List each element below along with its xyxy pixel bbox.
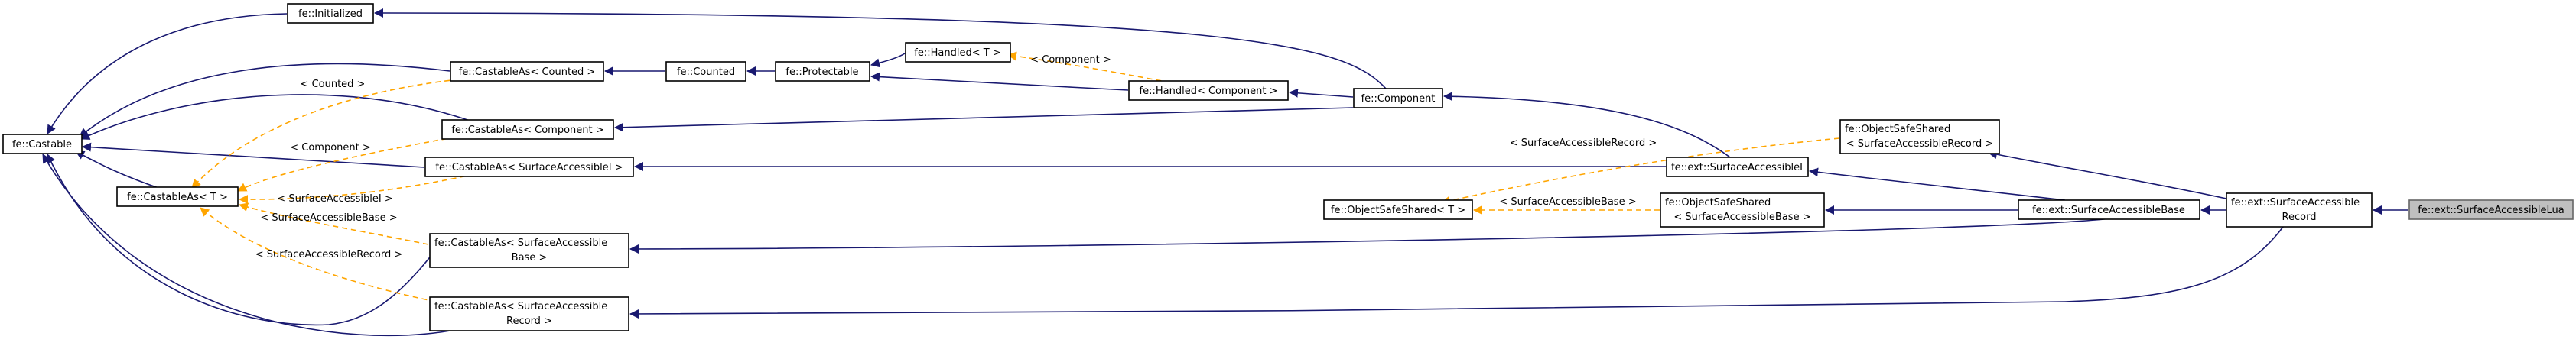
node-handled-t[interactable]: fe::Handled< T > xyxy=(905,42,1011,63)
edge-label-oss-record: < SurfaceAccessibleRecord > xyxy=(1510,137,1657,149)
node-protectable[interactable]: fe::Protectable xyxy=(775,61,870,82)
edge-surfaceaccessiblei-to-component xyxy=(1443,92,1731,158)
edge-castableas-record-to-castableas-t xyxy=(200,207,437,302)
node-castableas-counted[interactable]: fe::CastableAs< Counted > xyxy=(450,61,604,82)
edge-castableas-base-to-castableas-t xyxy=(239,202,429,245)
edge-label-component-handled: < Component > xyxy=(1030,54,1111,66)
edge-label-component-castable: < Component > xyxy=(290,142,371,154)
node-castableas-surfaceaccessiblei[interactable]: fe::CastableAs< SurfaceAccessibleI > xyxy=(424,157,634,177)
edge-objectsafeshared-record-to-objectsafeshared-t xyxy=(1441,137,1840,205)
node-label: fe::Handled< T > xyxy=(914,47,1000,59)
edge-castableas-record-to-castable xyxy=(42,154,460,337)
edge-castableas-counted-to-castable xyxy=(79,63,450,137)
edge-component-to-castableas-component xyxy=(614,107,1354,132)
node-label: fe::Castable xyxy=(12,139,72,150)
edge-castableas-component-to-castableas-t xyxy=(237,133,475,192)
edge-surfaceaccessiblebase-to-castableas-base xyxy=(629,218,2112,254)
node-label: Record xyxy=(2282,212,2317,223)
node-label: fe::CastableAs< SurfaceAccessibleI > xyxy=(435,162,623,173)
edge-castableas-counted-to-castableas-t xyxy=(191,79,460,189)
node-label: fe::CastableAs< T > xyxy=(127,192,228,203)
node-component[interactable]: fe::Component xyxy=(1353,88,1443,108)
node-label: Base > xyxy=(512,252,548,264)
node-label: < SurfaceAccessibleRecord > xyxy=(1846,138,1993,150)
edge-label-record: < SurfaceAccessibleRecord > xyxy=(255,249,402,260)
node-surfaceaccessiblerecord[interactable]: fe::ext::SurfaceAccessible Record xyxy=(2226,192,2373,228)
node-objectsafeshared-base[interactable]: fe::ObjectSafeShared < SurfaceAccessible… xyxy=(1660,192,1825,228)
edge-label-counted: < Counted > xyxy=(301,79,366,90)
node-counted[interactable]: fe::Counted xyxy=(665,61,746,82)
edge-label-base: < SurfaceAccessibleBase > xyxy=(260,212,397,224)
node-objectsafeshared-t[interactable]: fe::ObjectSafeShared< T > xyxy=(1323,199,1473,220)
node-label: fe::Protectable xyxy=(785,66,858,78)
edge-castableas-component-to-castable xyxy=(80,94,475,140)
edge-initialized-to-castable xyxy=(47,13,288,134)
edge-castableas-t-to-castable xyxy=(75,150,161,189)
node-label: fe::ext::SurfaceAccessibleBase xyxy=(2032,205,2185,216)
node-label: fe::CastableAs< SurfaceAccessible xyxy=(434,301,607,312)
edge-handled-component-to-handled-t xyxy=(1007,51,1171,83)
node-castable[interactable]: fe::Castable xyxy=(2,134,83,154)
node-label: fe::CastableAs< Counted > xyxy=(459,66,596,78)
edge-handled-t-to-protectable xyxy=(870,53,906,68)
inheritance-edges xyxy=(42,8,2408,337)
edge-castableas-surfaceaccessiblei-to-castableas-t xyxy=(239,173,475,205)
node-label: fe::ext::SurfaceAccessibleI xyxy=(1671,162,1803,173)
node-label: fe::CastableAs< SurfaceAccessible xyxy=(434,238,607,249)
edge-castableas-base-to-castable xyxy=(47,154,433,326)
node-handled-component[interactable]: fe::Handled< Component > xyxy=(1128,80,1289,101)
node-objectsafeshared-record[interactable]: fe::ObjectSafeShared < SurfaceAccessible… xyxy=(1839,119,2000,154)
edge-labels: < Counted > < Component > < Component > … xyxy=(255,54,1657,260)
node-label: Record > xyxy=(506,315,552,327)
node-label: < SurfaceAccessibleBase > xyxy=(1673,212,1810,223)
node-castableas-component[interactable]: fe::CastableAs< Component > xyxy=(441,119,614,140)
edge-component-to-handled-component xyxy=(1289,88,1354,98)
edge-castableas-surfaceaccessiblei-to-castable xyxy=(82,142,425,168)
node-label: fe::Handled< Component > xyxy=(1140,86,1278,97)
edge-component-to-initialized xyxy=(374,8,1387,90)
node-label: fe::CastableAs< Component > xyxy=(451,124,603,136)
node-label: fe::ObjectSafeShared< T > xyxy=(1331,205,1465,216)
node-surfaceaccessiblebase[interactable]: fe::ext::SurfaceAccessibleBase xyxy=(2018,199,2200,220)
node-castableas-t[interactable]: fe::CastableAs< T > xyxy=(116,186,239,207)
node-castableas-base[interactable]: fe::CastableAs< SurfaceAccessible Base > xyxy=(429,233,629,268)
node-label: fe::Counted xyxy=(677,66,735,78)
edge-label-surfaceaccessiblei: < SurfaceAccessibleI > xyxy=(277,193,392,205)
node-label: fe::ObjectSafeShared xyxy=(1845,124,1950,135)
node-label: fe::Component xyxy=(1361,93,1436,105)
node-surfaceaccessiblei[interactable]: fe::ext::SurfaceAccessibleI xyxy=(1666,157,1809,177)
edge-surfaceaccessiblebase-to-surfaceaccessiblei xyxy=(1809,167,2066,201)
edge-label-oss-base: < SurfaceAccessibleBase > xyxy=(1499,196,1636,208)
template-edges xyxy=(191,51,1840,302)
node-label: fe::ext::SurfaceAccessible xyxy=(2231,197,2360,209)
node-label: fe::Initialized xyxy=(298,8,363,20)
node-label: fe::ext::SurfaceAccessibleLua xyxy=(2418,205,2564,216)
edge-surfaceaccessiblerecord-to-objectsafeshared-record xyxy=(1988,150,2234,201)
edge-handled-component-to-protectable xyxy=(870,72,1129,91)
node-castableas-record[interactable]: fe::CastableAs< SurfaceAccessible Record… xyxy=(429,296,629,331)
node-surfaceaccessiblelua[interactable]: fe::ext::SurfaceAccessibleLua xyxy=(2408,199,2574,220)
node-initialized[interactable]: fe::Initialized xyxy=(287,3,374,24)
node-label: fe::ObjectSafeShared xyxy=(1665,197,1771,209)
nodes: fe::Initialized fe::Castable fe::Castabl… xyxy=(2,3,2574,331)
